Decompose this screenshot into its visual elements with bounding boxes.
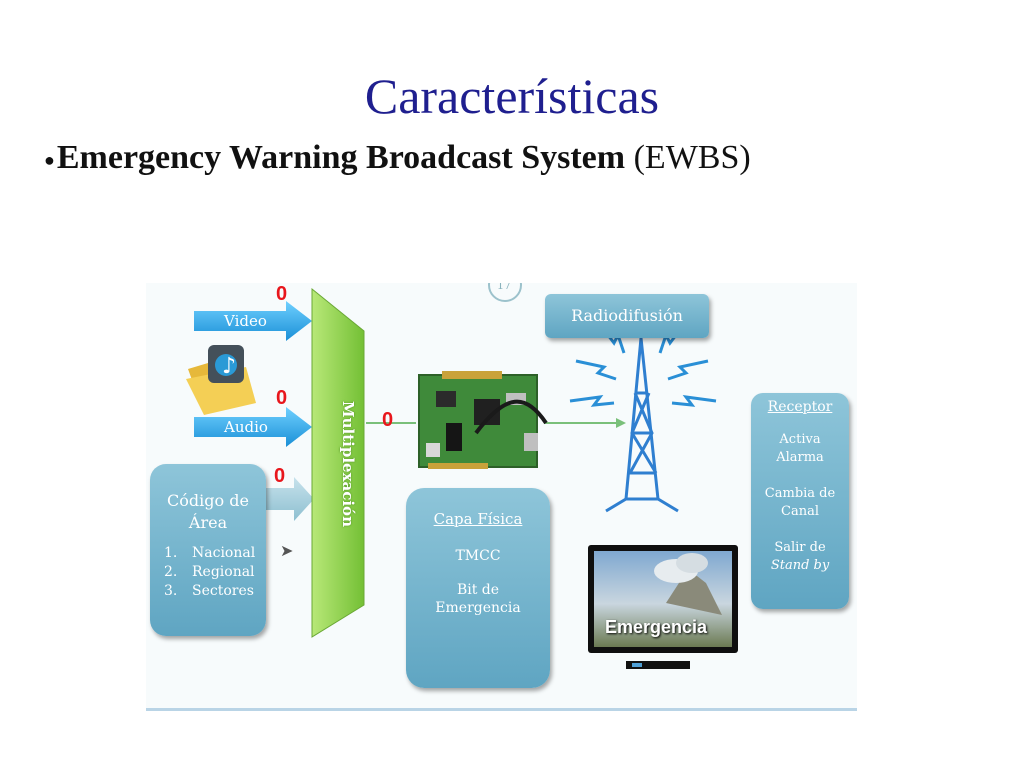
marker-video: 0 <box>276 283 288 305</box>
capa-line-3: Emergencia <box>435 600 521 616</box>
mouse-cursor-icon: ➤ <box>280 541 294 560</box>
area-list: 1.Nacional 2.Regional 3.Sectores <box>150 544 266 601</box>
page-badge-label: 17 <box>497 283 511 292</box>
area-item-3: 3.Sectores <box>164 583 254 599</box>
receptor-line-1: Activa <box>779 432 821 447</box>
radio-label: Radiodifusión <box>571 306 683 325</box>
audio-label: Audio <box>224 418 268 436</box>
receptor-line-5: Salir de <box>774 540 826 555</box>
capa-box: Capa Física TMCC Bit de Emergencia <box>406 488 550 688</box>
svg-text:♪: ♪ <box>222 354 236 379</box>
slide-title: Características <box>364 68 660 124</box>
tv-icon <box>588 545 738 669</box>
subtitle-rest: (EWBS) <box>625 139 751 176</box>
area-box: Código de Área 1.Nacional 2.Regional 3.S… <box>150 464 266 636</box>
marker-audio: 0 <box>276 387 288 409</box>
tv-emergencia-text: Emergencia <box>605 617 708 637</box>
mux-block <box>311 287 365 638</box>
receptor-title: Receptor <box>767 399 833 415</box>
broadcast-tower-icon <box>569 323 717 513</box>
receptor-box: Receptor Activa Alarma Cambia de Canal S… <box>751 393 849 609</box>
page-badge <box>488 283 522 302</box>
audio-arrow <box>194 407 312 447</box>
marker-area: 0 <box>274 465 286 487</box>
folder-music-icon: ♪ <box>186 345 256 415</box>
receptor-line-6: Stand by <box>770 558 830 573</box>
slide-subtitle: ●Emergency Warning Broadcast System (EWB… <box>44 136 751 182</box>
area-item-1: 1.Nacional <box>164 545 256 561</box>
marker-mux: 0 <box>382 409 394 431</box>
capa-line-2: Bit de <box>456 582 500 598</box>
area-arrow <box>264 477 314 521</box>
diagram-graphics: ♪ <box>186 283 738 669</box>
area-item-2: 2.Regional <box>164 564 255 580</box>
receptor-line-4: Canal <box>781 504 819 519</box>
mux-label: Multiplexación <box>339 401 357 527</box>
receptor-line-2: Alarma <box>776 450 824 465</box>
ewbs-diagram: ♪ <box>146 283 857 711</box>
area-title: Código de Área <box>167 491 249 532</box>
capa-line-1: TMCC <box>455 548 501 564</box>
capa-title: Capa Física <box>433 510 523 528</box>
receptor-line-3: Cambia de <box>764 486 836 501</box>
radio-box: Radiodifusión <box>545 294 709 338</box>
bullet-icon: ● <box>44 150 55 171</box>
video-arrow <box>194 301 312 341</box>
subtitle-bold: Emergency Warning Broadcast System <box>56 139 626 176</box>
video-label: Video <box>224 312 267 330</box>
modulator-card-icon <box>418 371 548 469</box>
